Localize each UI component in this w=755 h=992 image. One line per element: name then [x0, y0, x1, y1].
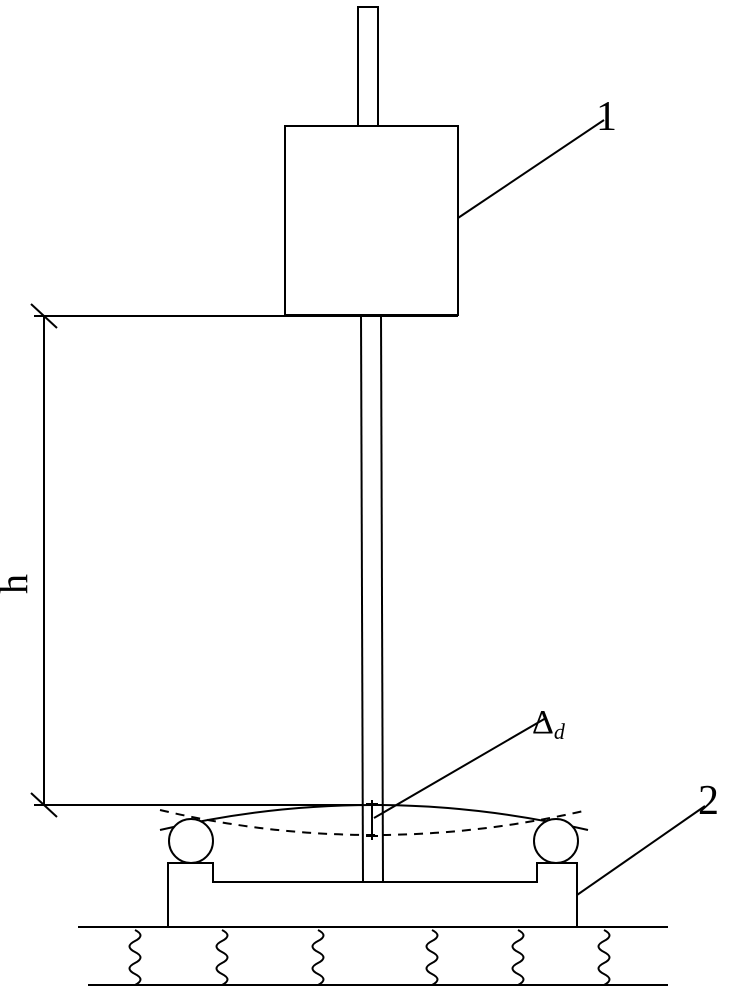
drop-weight-block [284, 125, 459, 316]
spring-1 [128, 929, 142, 986]
spring-5 [511, 929, 525, 986]
spring-6 [597, 929, 611, 986]
label-weight: 1 [596, 94, 617, 140]
specimen-undeformed [159, 804, 589, 831]
elastic-springs [128, 929, 611, 986]
spring-2 [215, 929, 229, 986]
label-specimen-support: 2 [698, 778, 719, 824]
spring-3 [311, 929, 325, 986]
label-drop-height: h [0, 574, 36, 594]
spring-4 [425, 929, 439, 986]
leader-line-2 [576, 805, 706, 896]
leader-line-deflection [373, 717, 547, 819]
specimen-deflected [159, 809, 589, 836]
guide-rod-right-edge [380, 314, 384, 883]
leader-line-1 [457, 119, 605, 219]
height-tick-bottom [30, 792, 58, 818]
label-deflection: Δd [532, 706, 565, 743]
roller-left [168, 818, 214, 864]
guide-rod-upper [357, 6, 379, 128]
deflection-subscript: d [553, 719, 565, 744]
deflection-symbol: Δ [532, 704, 554, 741]
roller-right [533, 818, 579, 864]
support-base [167, 862, 578, 927]
guide-rod-left-edge [360, 314, 364, 883]
